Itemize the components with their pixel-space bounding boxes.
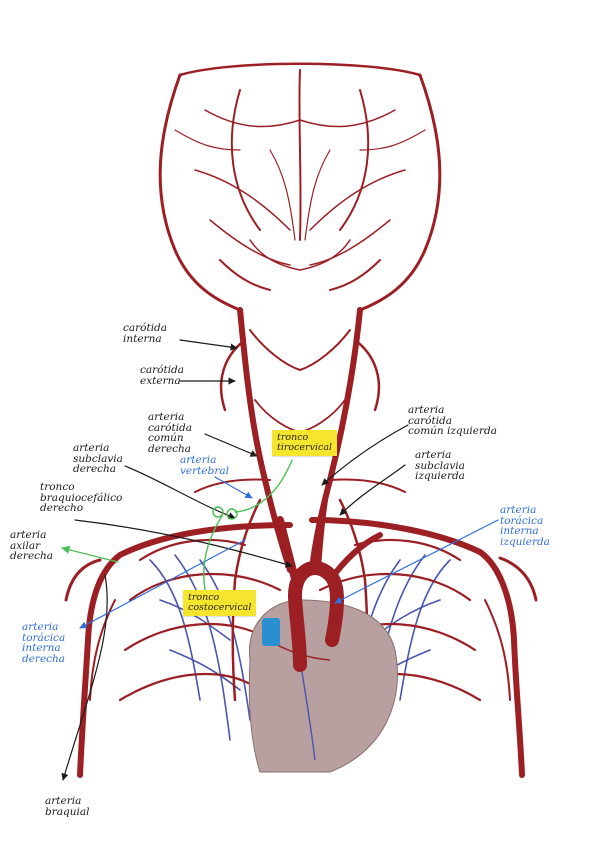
label-braquial: arteria braquial [45,795,90,818]
label-tronco-braquiocefalico: tronco braquiocefálico derecho [40,481,123,515]
note-tronco-tirocervical: tronco tirocervical [272,430,338,456]
label-vertebral: arteria vertebral [180,454,229,477]
label-axilar-derecha: arteria axilar derecha [10,529,54,563]
label-carotida-externa: carótida externa [140,364,185,387]
label-subclavia-derecha: arteria subclavia derecha [73,442,123,476]
arm-arteries [64,478,538,778]
label-carotida-comun-derecha: arteria carótida común derecha [148,411,193,456]
label-toracica-interna-izquierda: arteria torácica interna izquierda [500,504,550,549]
pulmonary-trunk [262,618,280,646]
label-carotida-interna: carótida interna [123,322,168,345]
annotation-arrows [61,339,499,781]
note-tronco-costocervical: tronco costocervical [183,590,257,616]
head-arteries [158,62,442,312]
neck-arteries [219,307,381,573]
label-subclavia-izquierda: arteria subclavia izquierda [415,449,465,483]
label-carotida-comun-izquierda: arteria carótida común izquierda [408,404,497,438]
label-toracica-interna-derecha: arteria torácica interna derecha [22,621,66,666]
